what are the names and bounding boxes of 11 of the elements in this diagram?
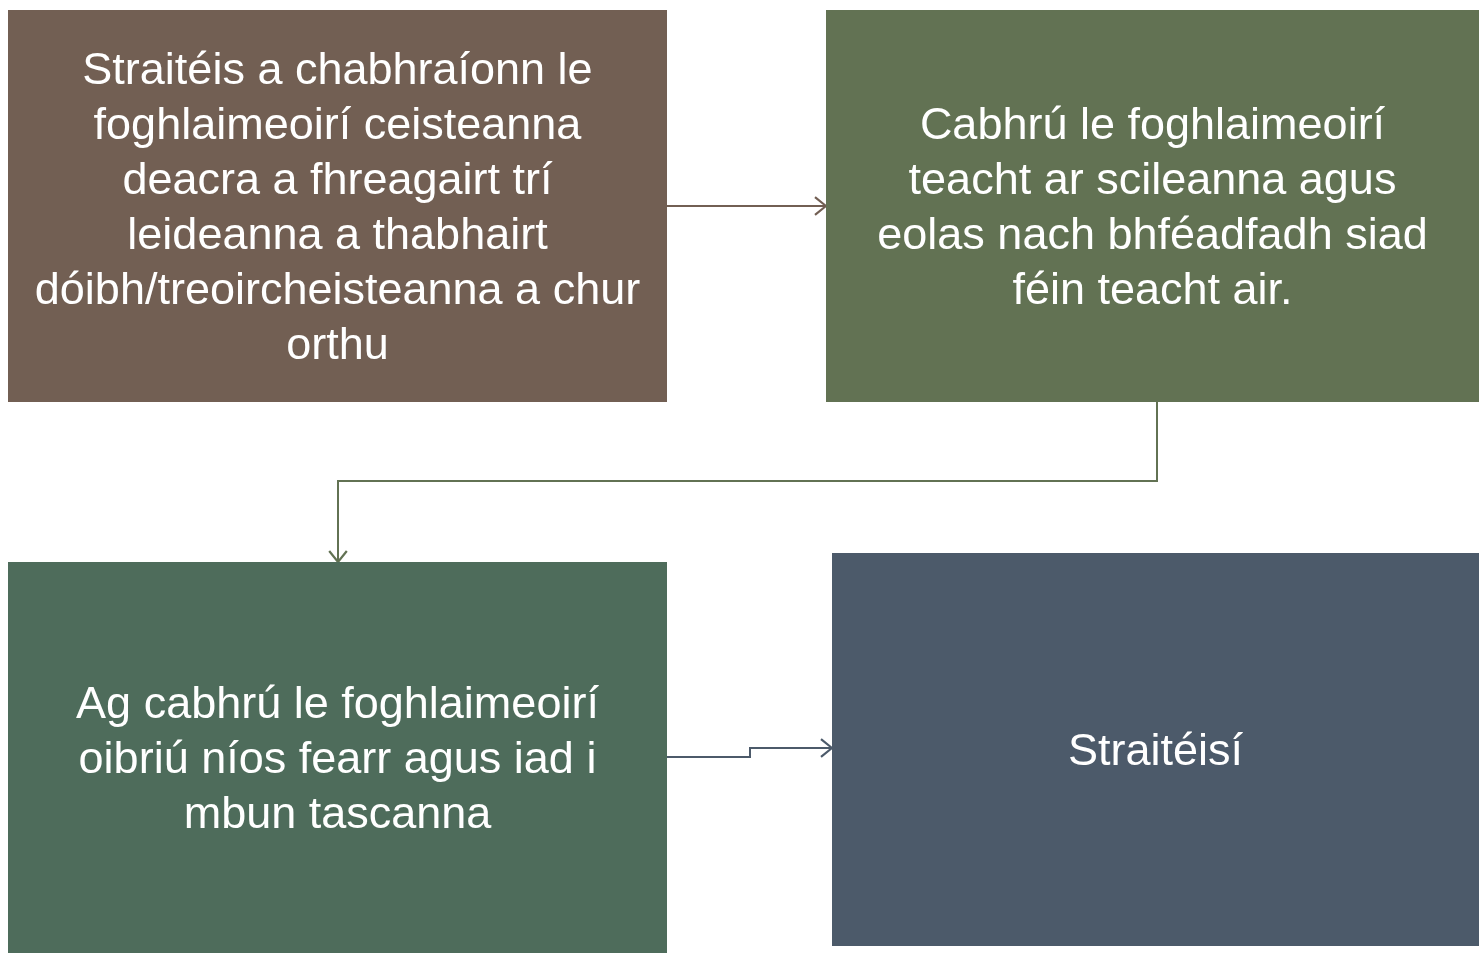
process-box <box>826 10 1479 402</box>
process-box <box>832 553 1479 946</box>
process-box <box>8 562 667 953</box>
box-text: Straitéisí <box>1067 723 1244 777</box>
arrow <box>328 401 1158 564</box>
arrow <box>666 196 828 216</box>
process-box <box>8 10 667 402</box>
arrow <box>666 738 834 758</box>
box-text: Ag cabhrú le foghlaimeoirí oibriú níos fearr agus iad i mbun tascanna <box>75 676 600 840</box>
box-text: Cabhrú le foghlaimeoirí teacht ar scileanna agus eolas nach bhféadfadh siad féin teacht air. <box>876 97 1429 316</box>
box-text: Straitéis a chabhraíonn le foghlaimeoirí ceisteanna deacra a fhreagairt trí leideanna a thabhairt dóibh/treoircheisteanna a chur orthu <box>34 42 641 371</box>
